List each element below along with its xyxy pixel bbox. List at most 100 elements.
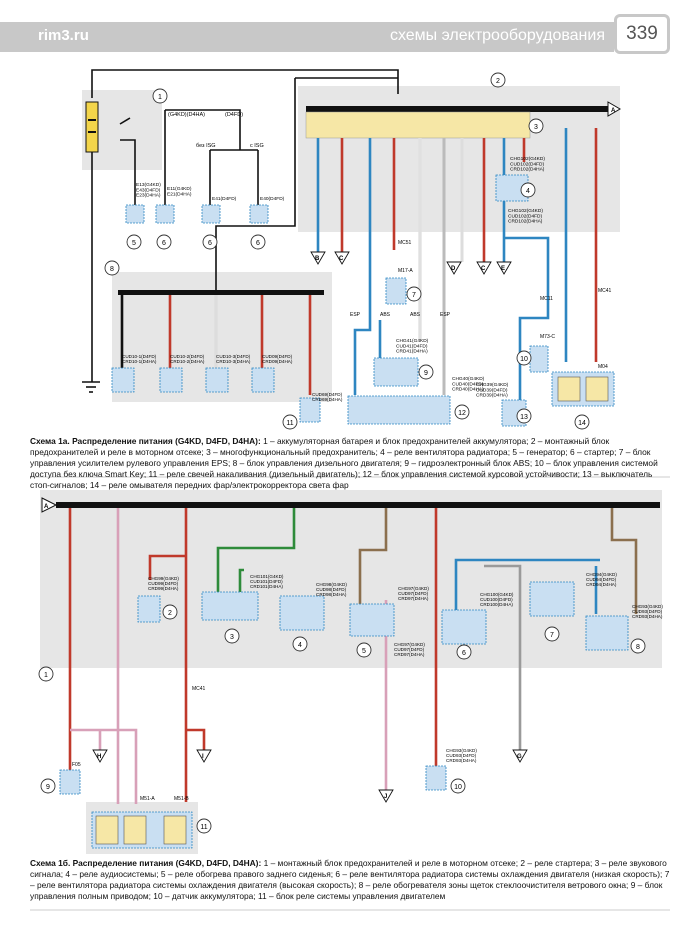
diesel-bus [118,290,324,295]
code-e11: E11(G4KD)E21(D4HA) [167,186,192,197]
caption-b-text: 1 – монтажный блок предохранителей и рел… [30,858,670,901]
code-mc41-a: MC41 [598,288,612,294]
num-a8: 8 [110,266,114,273]
code-chg93a: CHG93(G4KD)CUD93(D4FD)CRD93(D4HA) [632,604,663,619]
code-m51a: M51-A [140,796,155,802]
num-a7: 7 [412,292,416,299]
num-a14: 14 [578,420,586,427]
multifuse-block [305,111,531,139]
label-with-isg: с ISG [250,143,264,149]
conn-a: A [611,108,616,114]
num-a5: 5 [132,240,136,247]
code-m51b: M51-B [174,796,189,802]
eps-unit [385,277,407,305]
num-a2: 2 [496,78,500,85]
num-a11: 11 [286,420,293,427]
conn-g: G [517,754,522,760]
num-a6b: 6 [208,240,212,247]
num-a12: 12 [458,410,466,417]
conn-h: H [97,754,101,760]
code-mc11: MC11 [540,296,553,302]
conn-c1: C [339,256,344,262]
num-b8: 8 [636,644,640,651]
conn-c2: C [481,266,486,272]
code-chg98: CHG98(G4KD)CUD98(D4FD)CRD98(D4HA) [316,582,347,597]
num-b10: 10 [454,784,462,791]
label-abs2: ABS [410,312,421,318]
label-g4kd-d4ha: (G4KD)(D4HA) [168,112,205,118]
code-cud10-1: CUD10-1(D4FD)CRD10-1(D4HA) [122,354,157,364]
caption-a-text: 1 – аккумуляторная батарея и блок предох… [30,436,658,490]
code-chg101: CHG101(G4KD)CUD101(D4FD)CRD101(D4HA) [250,574,284,589]
num-a3: 3 [534,124,538,131]
code-e41: E41(D4FD) [212,196,237,202]
num-a6a: 6 [162,240,166,247]
num-b1: 1 [44,672,48,679]
num-a6c: 6 [256,240,260,247]
conn-b: B [315,256,320,262]
caption-a-title: Схема 1а. Распределение питания (G4KD, D… [30,436,261,446]
code-cud10-2: CUD10-2(D4FD)CRD10-2(D4HA) [170,354,205,364]
label-no-isg: без ISG [196,143,216,149]
code-mc41-b: MC41 [192,686,206,692]
num-b9: 9 [46,784,50,791]
conn-d: D [451,266,456,272]
code-chg39: CHG39(G4KD)CUD39(D4FD)CRD39(D4HA) [476,382,509,399]
esp-unit [347,395,451,425]
code-e13: E13(G4KD)E43(D4FD)E23(D4HA) [136,182,161,199]
code-m04: M04 [598,364,608,370]
code-chg99: CHG99(G4KD)CUD99(D4FD)CRD99(D4HA) [148,576,179,591]
code-e40: E40(D4FD) [260,196,285,202]
num-a1: 1 [158,94,162,101]
abs-unit [373,357,419,387]
num-b7: 7 [550,632,554,639]
page-number: 339 [614,14,670,54]
num-a4: 4 [526,188,530,195]
panel-engine-fuse-box-b [40,490,662,668]
caption-b-title: Схема 1б. Распределение питания (G4KD, D… [30,858,262,868]
code-cud10-3: CUD10-3(D4FD)CRD10-3(D4HA) [216,354,251,364]
smart-key-unit [529,345,549,373]
code-chg102a: CHG102(G4KD)CUD102(D4FD)CRD102(D4HA) [510,156,545,173]
code-f05: F05 [72,762,81,768]
code-mc51: MC51 [398,240,412,246]
code-chg97a: CHG97(G4KD)CUD97(D4FD)CRD97(D4HA) [398,586,429,601]
code-cud69: CUD69(D4FD)CRD69(D4HA) [312,392,343,402]
code-chg41: CHG41(G4KD)CUD41(D4FD)CRD41(D4HA) [396,338,429,355]
code-m73c: M73-C [540,334,555,340]
battery-icon [85,101,99,153]
caption-a: Схема 1а. Распределение питания (G4KD, D… [30,436,670,491]
diagram-b: A [38,490,663,854]
conn-e: E [501,266,505,272]
conn-j: J [384,794,387,800]
bus-a-label: A [44,504,49,510]
num-b5: 5 [362,648,366,655]
code-chg93b: CHG93(G4KD)CUD93(D4FD)CRD93(D4HA) [446,748,477,763]
label-esp1: ESP [350,312,361,318]
code-m17a: M17-A [398,268,413,274]
num-a10: 10 [520,356,528,363]
diagram-a: (G4KD)(D4HA) (D4FD) без ISG с ISG E13(G4… [82,69,621,430]
code-chg40: CHG40(G4KD)CUD40(D4FD)CRD40(D4HA) [452,376,485,393]
conn-i: I [202,754,204,760]
caption-b: Схема 1б. Распределение питания (G4KD, D… [30,858,670,902]
num-a9: 9 [424,370,428,377]
num-b2: 2 [168,610,172,617]
code-chg97b: CHG97(G4KD)CUD97(D4FD)CRD97(D4HA) [394,642,425,657]
code-chg102b: CHG102(G4KD)CUD102(D4FD)CRD102(D4HA) [508,208,543,225]
section-title: схемы электрооборудования [389,27,605,44]
label-esp2: ESP [440,312,451,318]
label-abs1: ABS [380,312,391,318]
num-b4: 4 [298,642,302,649]
label-d4fd: (D4FD) [225,112,243,118]
num-b3: 3 [230,634,234,641]
code-chg94: CHG94(G4KD)CUD94(D4FD)CRD94(D4HA) [586,572,617,587]
num-b6: 6 [462,650,466,657]
num-a13: 13 [520,414,528,421]
site-name[interactable]: rim3.ru [38,27,89,44]
bus-a [56,502,660,508]
header-bar [0,22,614,52]
page-header: rim3.ru схемы электрооборудования 339 [0,0,700,54]
code-chg100: CHG100(G4KD)CUD100(D4FD)CRD100(D4HA) [480,592,514,607]
